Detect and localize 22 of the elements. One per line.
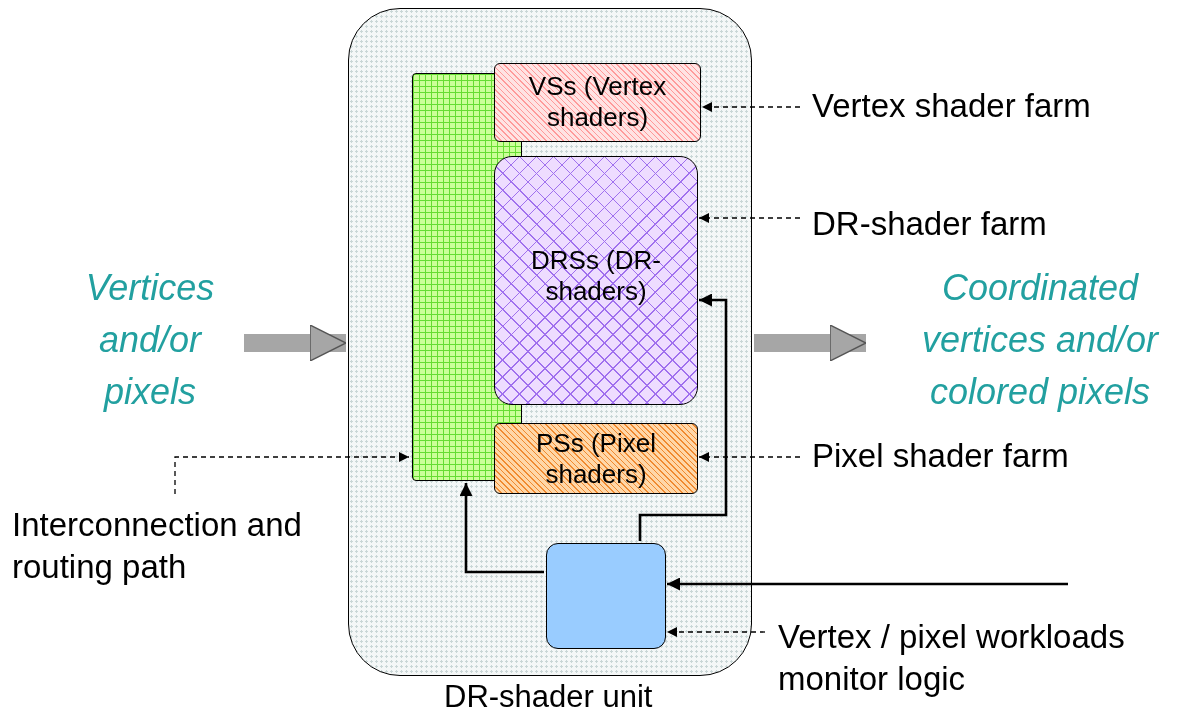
callout-text: Interconnection and routing path <box>12 496 302 592</box>
leader-line <box>701 102 801 112</box>
output-text: Coordinated vertices and/or colored pixels <box>880 262 1200 418</box>
unit-label: DR-shader unit <box>444 679 653 715</box>
block-arrow <box>244 324 347 362</box>
shader-box: PSs (Pixel shaders) <box>494 423 698 494</box>
arrow <box>459 483 544 574</box>
leader-line <box>174 452 410 495</box>
arrow <box>638 293 728 541</box>
leader-line <box>698 452 801 462</box>
shader-box: VSs (Vertex shaders) <box>494 63 701 142</box>
block-arrow <box>754 324 867 362</box>
callout-text: DR-shader farm <box>812 203 1112 247</box>
monitor-box <box>546 543 666 649</box>
leader-line <box>698 213 801 223</box>
input-text: Vertices and/or pixels <box>55 262 245 418</box>
callout-text: Pixel shader farm <box>812 435 1132 479</box>
callout-text: Vertex / pixel workloads monitor logic <box>778 616 1198 700</box>
callout-text: Vertex shader farm <box>812 85 1152 129</box>
shader-box: DRSs (DR-shaders) <box>494 156 698 405</box>
arrow <box>667 577 1068 591</box>
leader-line <box>666 627 766 637</box>
